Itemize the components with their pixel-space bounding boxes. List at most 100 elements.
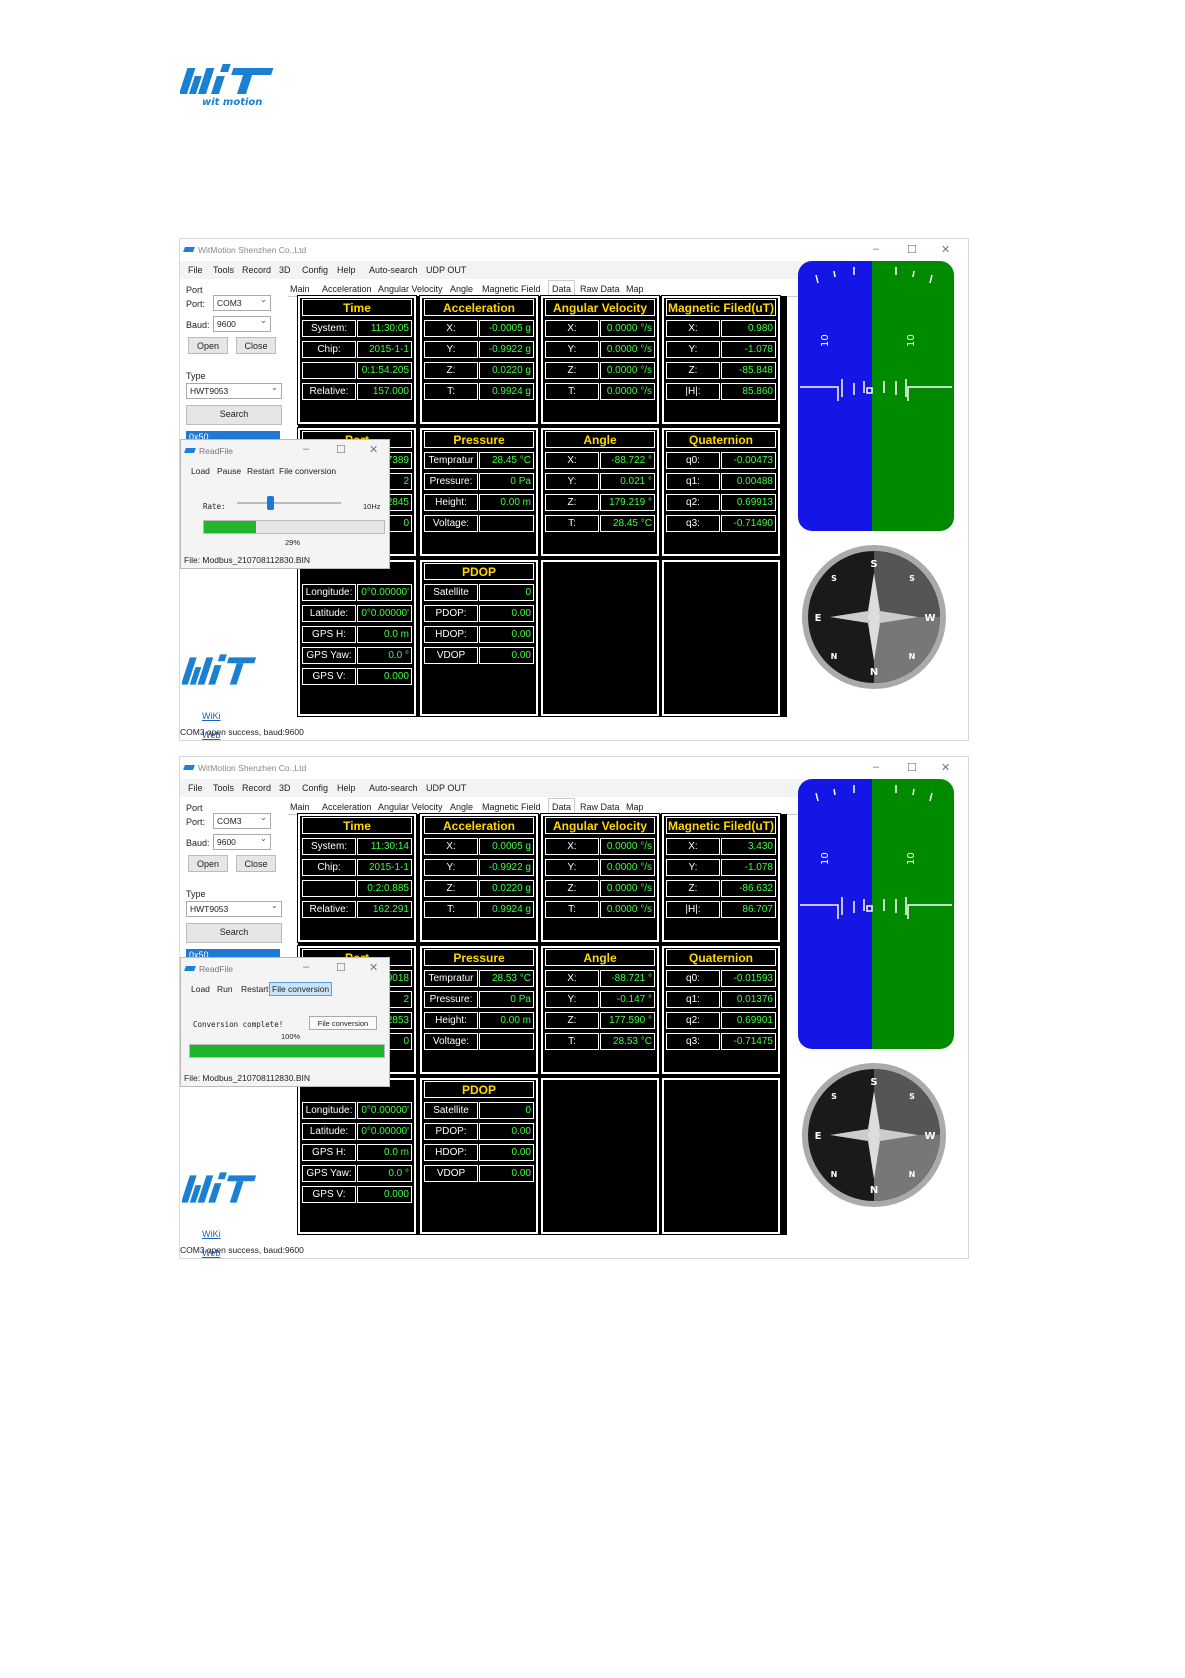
readfile-menu-item[interactable]: Pause [217, 466, 242, 476]
baud-label: Baud: [186, 320, 210, 330]
readfile-menu-item[interactable]: Load [191, 466, 210, 476]
magnetic-field-row: Y: -1.078 [666, 859, 776, 877]
minimize-icon[interactable]: – [303, 443, 310, 455]
magnetic-field-row-value: -1.078 [721, 859, 776, 876]
type-select[interactable]: HWT9053 [186, 382, 282, 399]
maximize-icon[interactable]: ☐ [907, 244, 917, 256]
menu-item[interactable]: UDP OUT [426, 265, 467, 275]
tab-acceleration[interactable]: Acceleration [322, 802, 372, 812]
tab-raw-data[interactable]: Raw Data [580, 802, 620, 812]
minimize-icon[interactable]: – [873, 243, 880, 255]
readfile-file-path: File: Modbus_210708112830.BIN [184, 555, 311, 565]
baud-select[interactable]: 9600 [213, 315, 271, 332]
menu-item[interactable]: Auto-search [369, 265, 418, 275]
type-select[interactable]: HWT9053 [186, 900, 282, 917]
menu-item[interactable]: UDP OUT [426, 783, 467, 793]
close-button[interactable]: Close [236, 855, 276, 872]
tab-magnetic-field[interactable]: Magnetic Field [482, 284, 541, 294]
brand-caption: wit motion [202, 97, 262, 108]
gps-row-value: 0.000 [357, 1186, 412, 1203]
tab-data[interactable]: Data [548, 280, 576, 298]
search-button[interactable]: Search [186, 405, 282, 425]
rate-slider-handle[interactable] [267, 496, 274, 510]
angular-velocity-row-value: 0.0000 °/s [600, 383, 655, 400]
tab-angular-velocity[interactable]: Angular Velocity [378, 284, 443, 294]
tab-acceleration[interactable]: Acceleration [322, 284, 372, 294]
port-select[interactable]: COM3 [213, 294, 271, 311]
menu-item[interactable]: File [188, 783, 203, 793]
readfile-menu-item[interactable]: Restart [241, 984, 269, 994]
time-row-value: 0:1:54.205 [357, 362, 412, 379]
maximize-icon[interactable]: ☐ [907, 762, 917, 774]
witmotion-logo-small [182, 654, 257, 685]
web-link[interactable]: Web [202, 1248, 221, 1258]
angle-row: Z: 179.219 ° [545, 494, 655, 512]
angular-velocity-row: Y: 0.0000 °/s [545, 859, 655, 877]
menu-item[interactable]: Config [302, 783, 329, 793]
tab-map[interactable]: Map [626, 802, 644, 812]
tab-magnetic-field[interactable]: Magnetic Field [482, 802, 541, 812]
pdop-row: HDOP: 0.00 [424, 626, 534, 644]
quaternion-row-label: q3: [666, 1033, 720, 1050]
close-icon[interactable]: ✕ [369, 444, 379, 456]
tab-data[interactable]: Data [548, 798, 576, 816]
maximize-icon[interactable]: ☐ [336, 962, 346, 974]
rate-slider-track[interactable] [237, 502, 341, 504]
close-icon[interactable]: ✕ [941, 244, 951, 256]
attitude-indicator: 10 10 [798, 261, 954, 531]
minimize-icon[interactable]: – [873, 761, 880, 773]
close-button[interactable]: Close [236, 337, 276, 354]
menu-item[interactable]: Help [337, 265, 356, 275]
readfile-menu-item[interactable]: File conversion [269, 982, 333, 996]
readfile-menu-item[interactable]: Restart [247, 466, 275, 476]
open-button[interactable]: Open [188, 337, 228, 354]
close-icon[interactable]: ✕ [369, 962, 379, 974]
menu-item[interactable]: Record [242, 265, 272, 275]
menu-item[interactable]: Config [302, 265, 329, 275]
maximize-icon[interactable]: ☐ [336, 444, 346, 456]
menu-bar: File Tools Record 3D Config Help Auto-search UD… [180, 779, 948, 797]
gps-row-label: GPS V: [302, 668, 356, 685]
tab-map[interactable]: Map [626, 284, 644, 294]
open-button[interactable]: Open [188, 855, 228, 872]
tab-angular-velocity[interactable]: Angular Velocity [378, 802, 443, 812]
menu-item[interactable]: File [188, 265, 203, 275]
pdop-row: VDOP 0.00 [424, 1165, 534, 1183]
attitude-indicator: 10 10 [798, 779, 954, 1049]
acceleration-row-label: Z: [424, 362, 478, 379]
menu-item[interactable]: 3D [279, 783, 291, 793]
wiki-link[interactable]: WiKi [202, 1229, 221, 1239]
tab-raw-data[interactable]: Raw Data [580, 284, 620, 294]
acceleration-row-value: 0.9924 g [479, 383, 534, 400]
readfile-menu-item[interactable]: Run [217, 984, 233, 994]
tab-main[interactable]: Main [290, 802, 310, 812]
menu-item[interactable]: Auto-search [369, 783, 418, 793]
baud-select[interactable]: 9600 [213, 833, 271, 850]
gps-row-label: GPS V: [302, 1186, 356, 1203]
menu-item[interactable]: Record [242, 783, 272, 793]
tab-angle[interactable]: Angle [450, 284, 474, 294]
time-row-label: System: [302, 838, 356, 855]
menu-item[interactable]: Tools [213, 265, 235, 275]
port-select[interactable]: COM3 [213, 812, 271, 829]
readfile-menu-item[interactable]: Load [191, 984, 210, 994]
angle-row: Z: 177.590 ° [545, 1012, 655, 1030]
minimize-icon[interactable]: – [303, 961, 310, 973]
web-link[interactable]: Web [202, 730, 221, 740]
tab-angle[interactable]: Angle [450, 802, 474, 812]
menu-item[interactable]: Tools [213, 783, 235, 793]
app-icon [184, 966, 196, 971]
readfile-menu-item[interactable]: File conversion [279, 466, 337, 476]
wiki-link[interactable]: WiKi [202, 711, 221, 721]
acceleration-row: Z: 0.0220 g [424, 362, 534, 380]
close-icon[interactable]: ✕ [941, 762, 951, 774]
search-button[interactable]: Search [186, 923, 282, 943]
file-conversion-button[interactable]: File conversion [309, 1016, 377, 1030]
tab-main[interactable]: Main [290, 284, 310, 294]
gps-row-value: 0.000 [357, 668, 412, 685]
gps-row-label: GPS Yaw: [302, 647, 356, 664]
menu-item[interactable]: 3D [279, 265, 291, 275]
time-row-label: Chip: [302, 341, 356, 358]
menu-item[interactable]: Help [337, 783, 356, 793]
